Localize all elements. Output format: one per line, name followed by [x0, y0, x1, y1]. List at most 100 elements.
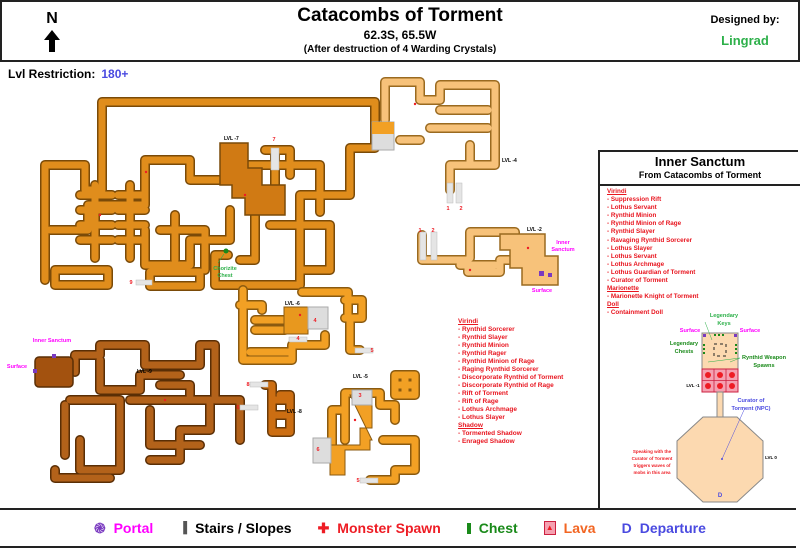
svg-text:1: 1 [418, 228, 421, 234]
north-arrow-icon: N [44, 10, 60, 52]
monster-item: - Lothus Archmage [607, 260, 665, 268]
surface-left-label: Surface [7, 364, 27, 370]
svg-text:6: 6 [316, 447, 319, 453]
monster-list: Virindi - Rynthid Sorcerer - Rynthid Sla… [458, 318, 563, 446]
surface-label: Surface [532, 288, 552, 294]
designer-name: Lingrad [721, 33, 769, 48]
monster-group-shadow: Shadow [458, 422, 483, 429]
legendary-chests-label-line2: Chests [675, 349, 694, 355]
warning-text: Speaking with the [633, 449, 672, 454]
warning-text-line2: Curator of Torment [632, 456, 673, 461]
lava-tiles [701, 368, 739, 393]
portal-icons [33, 271, 552, 373]
level-restriction: Lvl Restriction: 180+ [8, 67, 128, 81]
chest-icon [223, 248, 229, 254]
monster-group-doll: Doll [607, 301, 619, 309]
level-6-chamber [283, 306, 309, 335]
level-7-chamber [219, 142, 286, 216]
curator-chamber [676, 416, 764, 503]
monster-item: - Curator of Torment [607, 277, 668, 285]
lvl-9-label: LVL -9 [137, 369, 152, 375]
svg-text:5: 5 [356, 478, 359, 484]
chorizite-chest-label-line2: Chest [217, 273, 232, 279]
level-4-corridors [380, 77, 500, 195]
lvl-6-label: LVL -6 [285, 301, 300, 307]
lvl-7-label: LVL -7 [224, 136, 239, 142]
level-restriction-label: Lvl Restriction: [8, 67, 96, 81]
level-6-corridors [235, 285, 367, 365]
svg-text:8: 8 [246, 382, 249, 388]
weapon-spawns-label: Rynthid Weapon [742, 355, 787, 361]
map-title: Catacombs of Torment [297, 5, 503, 26]
curator-label-line2: Torment (NPC) [731, 406, 770, 412]
map-subtitle: (After destruction of 4 Warding Crystals… [303, 44, 497, 55]
departure-marker: D [718, 493, 723, 499]
monster-group-marionette: Marionette [607, 285, 639, 293]
inner-sanctum-diagram: Legendary Keys Surface Surface Legendary… [632, 313, 787, 503]
inner-sanctum-label-line2: Sanctum [551, 247, 574, 253]
legend-label: Stairs / Slopes [195, 520, 292, 536]
legend-lava: ▲ Lava [543, 520, 596, 536]
weapon-spawns-label-line2: Spawns [753, 363, 774, 369]
legendary-chests-label: Legendary [670, 341, 699, 347]
monster-group-virindi: Virindi [607, 188, 627, 195]
level-5-corridors [327, 370, 420, 485]
level-5-chamber [329, 394, 373, 476]
north-label: N [46, 10, 58, 27]
level-restriction-value: 180+ [101, 67, 129, 81]
svg-text:7: 7 [272, 137, 275, 143]
surface-left-label: Surface [680, 328, 701, 334]
warning-text-line4: mobs in this area [633, 470, 671, 475]
monster-item: - Marionette Knight of Torment [607, 293, 699, 301]
legend-portal: ֎ Portal [94, 519, 153, 538]
legend-label: Chest [478, 520, 518, 536]
map-coordinates: 62.3S, 65.5W [363, 28, 437, 42]
lvl-5-label: LVL -5 [353, 374, 368, 380]
svg-text:2: 2 [431, 228, 434, 234]
portal-icons [703, 334, 737, 337]
monster-item: - Rynthid Minion [607, 212, 657, 220]
designed-by-label: Designed by: [710, 14, 780, 26]
inner-sanctum-title: Inner Sanctum [654, 154, 746, 169]
svg-text:3: 3 [358, 393, 361, 399]
monster-item: - Rynthid Minion [458, 342, 509, 349]
svg-text:6: 6 [236, 405, 239, 411]
curator-label: Curator of [737, 398, 764, 404]
legendary-keys-label: Legendary [710, 313, 739, 319]
svg-text:4: 4 [313, 318, 317, 324]
legendary-keys-label-line2: Keys [717, 321, 730, 327]
lvl-2-label: LVL -2 [527, 227, 542, 233]
chest-icon [466, 522, 471, 534]
monster-item: - Tormented Shadow [458, 430, 522, 437]
monster-item: - Rynthid Sorcerer [458, 326, 515, 333]
lvl-8-label: LVL -8 [287, 409, 302, 415]
svg-text:4: 4 [296, 336, 300, 342]
inner-sanctum-left-label: Inner Sanctum [33, 338, 71, 344]
legend-label: Lava [563, 520, 596, 536]
legend-departure: D Departure [622, 520, 706, 536]
monster-item: - Lothus Guardian of Torment [607, 268, 696, 276]
monster-item: - Suppression Rift [607, 196, 662, 204]
monster-item: - Lothus Slayer [458, 414, 505, 421]
map-header [0, 0, 800, 62]
legend-stairs: ▐ Stairs / Slopes [179, 520, 291, 536]
legend-monster-spawn: ✚ Monster Spawn [318, 520, 441, 537]
corridor [716, 391, 724, 419]
lvl-4-label: LVL -4 [502, 158, 517, 164]
lvl-0-label: LVL 0 [765, 455, 777, 460]
level-8-corridors [260, 380, 295, 437]
legend-bar: ֎ Portal ▐ Stairs / Slopes ✚ Monster Spa… [0, 508, 796, 548]
monster-item: - Lothus Archmage [458, 406, 517, 413]
curator-npc-marker [721, 458, 723, 460]
inner-sanctum-panel: Inner Sanctum From Catacombs of Torment … [598, 150, 800, 508]
legend-label: Monster Spawn [337, 520, 441, 536]
inner-sanctum-portal-room [34, 356, 74, 388]
stairs-icon: ▐ [179, 522, 188, 534]
monster-item: - Raging Rynthid Sorcerer [458, 366, 539, 373]
monster-item: - Lothus Servant [607, 252, 657, 260]
monster-item: - Rynthid Rager [458, 350, 507, 357]
surface-right-label: Surface [740, 328, 761, 334]
monster-item: - Discorporate Rynthid of Rage [458, 382, 554, 389]
inner-sanctum-label: Inner [556, 240, 570, 246]
monster-group-virindi: Virindi [458, 318, 479, 325]
